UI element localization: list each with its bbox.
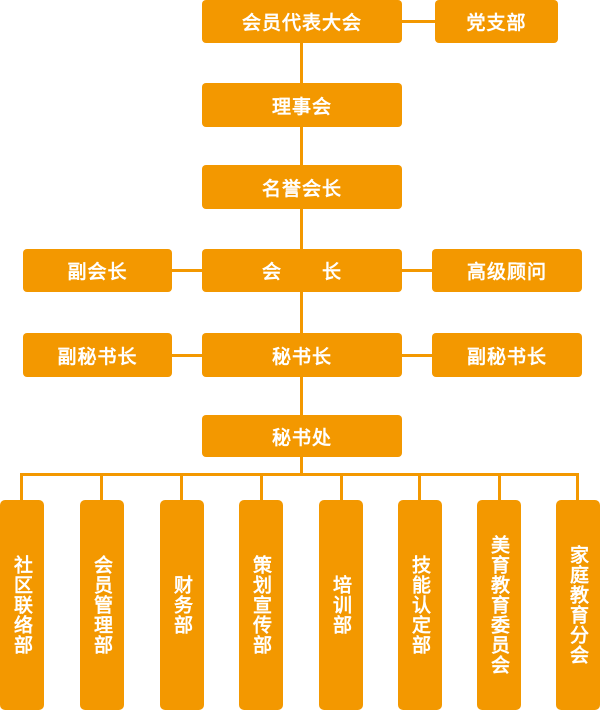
- secretariat-box: 秘书处: [202, 415, 402, 457]
- party-branch-box: 党支部: [435, 0, 558, 43]
- spine-line: [300, 40, 303, 425]
- department-box: 技能认定部: [398, 500, 442, 710]
- dept-drop-line: [340, 473, 343, 503]
- department-box: 社区联络部: [0, 500, 44, 710]
- department-box: 策划宣传部: [239, 500, 283, 710]
- department-box: 美育教育委员会: [477, 500, 521, 710]
- members-congress-box: 会员代表大会: [202, 0, 402, 43]
- department-label: 会员管理部: [91, 555, 113, 655]
- department-label: 社区联络部: [11, 555, 33, 655]
- senior-advisor-box: 高级顾问: [432, 249, 582, 292]
- deputy-secretary-general-right-box: 副秘书长: [432, 333, 582, 377]
- dept-drop-line: [20, 473, 23, 503]
- dept-drop-line: [100, 473, 103, 503]
- secretary-general-box: 秘书长: [202, 333, 402, 377]
- dept-drop-line: [260, 473, 263, 503]
- party-branch-connector: [400, 20, 436, 23]
- department-label: 财务部: [171, 575, 193, 635]
- department-label: 技能认定部: [409, 555, 431, 655]
- honorary-president-box: 名誉会长: [202, 165, 402, 209]
- dept-drop-line: [498, 473, 501, 503]
- department-label: 美育教育委员会: [488, 535, 510, 675]
- secretariat-drop-line: [300, 455, 303, 475]
- department-label: 家庭教育分会: [567, 545, 589, 665]
- department-box: 培训部: [319, 500, 363, 710]
- council-box: 理事会: [202, 83, 402, 127]
- department-label: 培训部: [330, 575, 352, 635]
- vice-president-box: 副会长: [23, 249, 172, 292]
- deputy-secretary-general-left-box: 副秘书长: [23, 333, 172, 377]
- dept-drop-line: [180, 473, 183, 503]
- president-box: 会 长: [202, 249, 402, 292]
- dept-drop-line: [418, 473, 421, 503]
- department-box: 财务部: [160, 500, 204, 710]
- department-label: 策划宣传部: [250, 555, 272, 655]
- dept-drop-line: [576, 473, 579, 503]
- department-box: 家庭教育分会: [556, 500, 600, 710]
- departments-bus: [20, 473, 578, 476]
- department-box: 会员管理部: [80, 500, 124, 710]
